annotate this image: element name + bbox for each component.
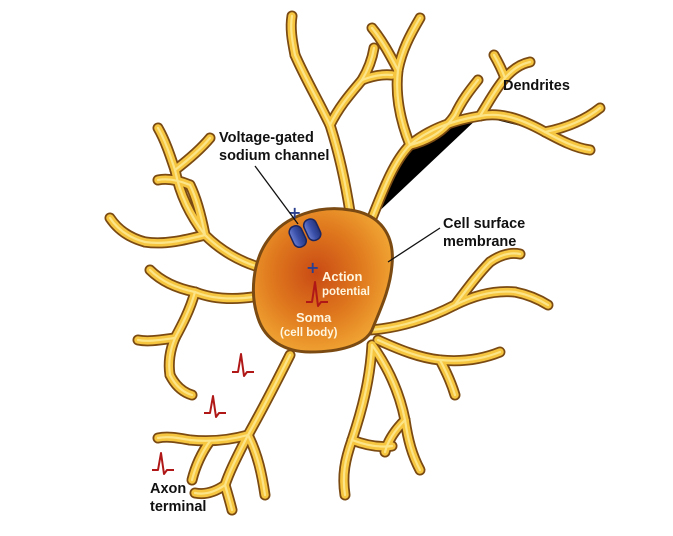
action-potential-spike-icon	[152, 452, 174, 475]
action-label-line1: Action	[322, 269, 363, 284]
membrane-leader-line	[387, 227, 441, 263]
dendrites-label: Dendrites	[503, 78, 570, 94]
plus-sign-inside: +	[306, 258, 319, 277]
membrane-label-line1: Cell surface	[443, 216, 525, 232]
plus-sign-outside: +	[288, 203, 301, 222]
membrane-label-line2: membrane	[443, 234, 516, 250]
action-potential-spike-icon	[204, 395, 226, 418]
action-label-line2: potential	[322, 286, 370, 298]
axon-label-line2: terminal	[150, 499, 206, 515]
channel-label-line1: Voltage-gated	[219, 130, 314, 146]
axon-label-line1: Axon	[150, 481, 186, 497]
channel-label-line2: sodium channel	[219, 148, 329, 164]
voltage-gated-sodium-channel-icon	[288, 218, 322, 248]
action-potential-spike-icon	[232, 353, 254, 377]
action-potential-spike-icon	[306, 281, 328, 307]
soma-label-line2: (cell body)	[280, 327, 338, 339]
channel-leader-line	[254, 165, 299, 225]
soma-body	[251, 207, 394, 354]
soma-label-line1: Soma	[296, 310, 332, 325]
